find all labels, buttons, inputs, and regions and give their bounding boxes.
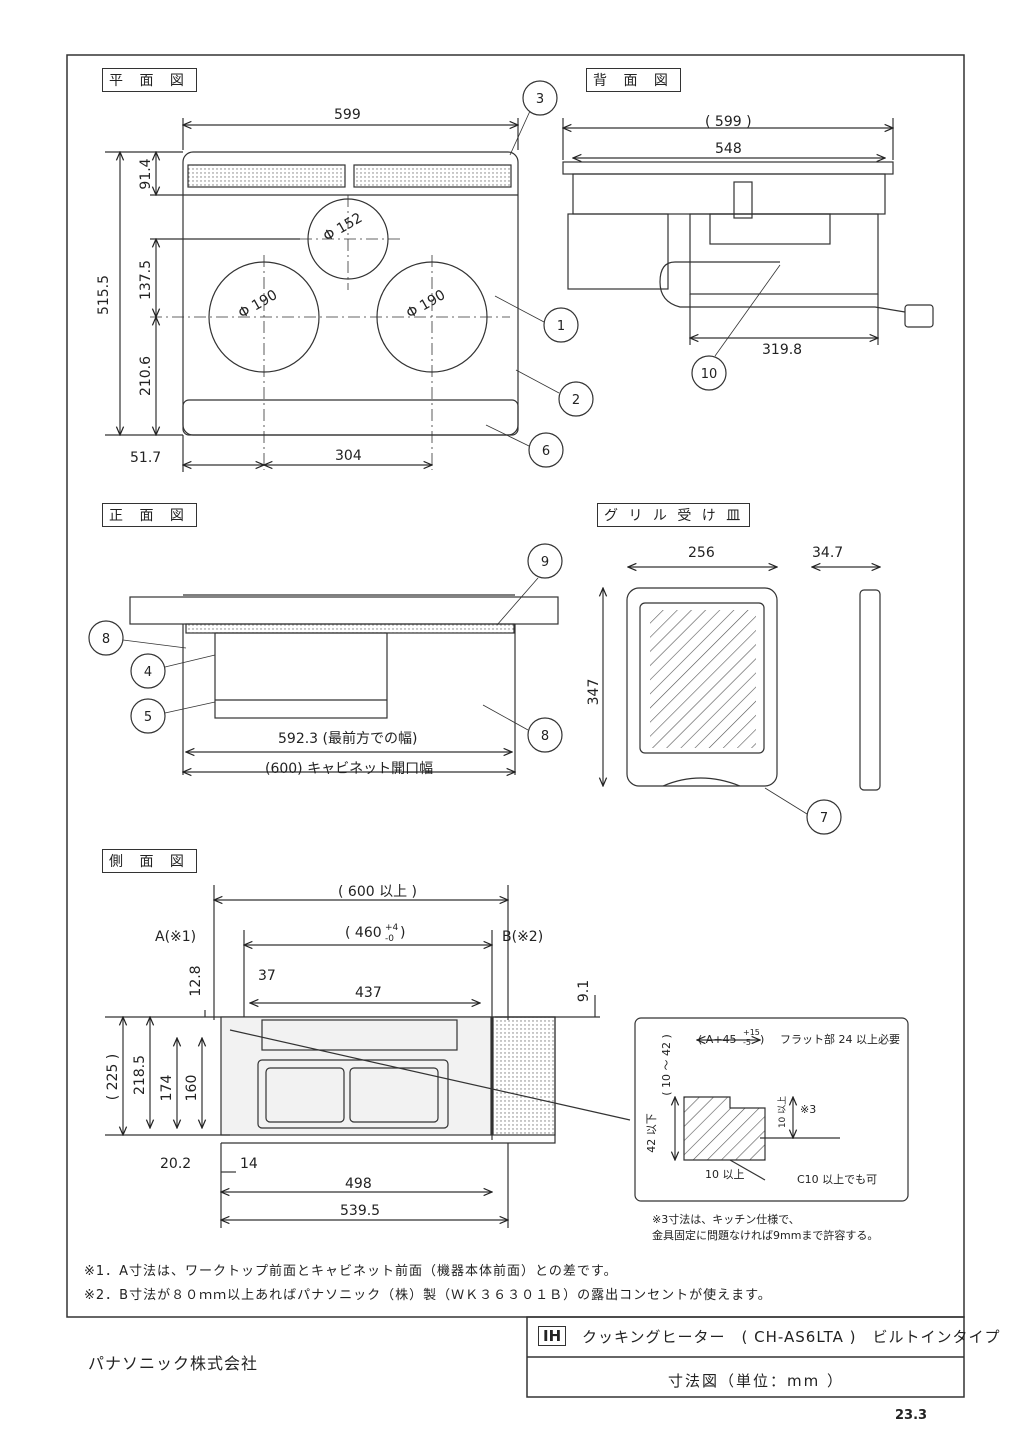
cooktop-body bbox=[261, 1019, 458, 1051]
detail-c10: C10 以上でも可 bbox=[797, 1173, 877, 1186]
detail-ref3: ※3 bbox=[800, 1103, 816, 1116]
dim-160: 160 bbox=[184, 1075, 200, 1102]
callout-9: 9 bbox=[541, 555, 549, 570]
section-label-side: 側 面 図 bbox=[102, 849, 197, 873]
dim-d-mid: 137.5 bbox=[138, 260, 154, 300]
worktop bbox=[129, 596, 559, 625]
dim-burner-center: Φ 152 bbox=[321, 210, 366, 245]
dim-plan-width: 599 bbox=[334, 107, 361, 123]
dim-tray-depth: 347 bbox=[586, 679, 602, 706]
tray-side bbox=[859, 589, 881, 791]
detail-min10-bottom: 10 以上 bbox=[705, 1168, 745, 1181]
vent-right bbox=[353, 164, 512, 188]
back-view bbox=[562, 118, 934, 345]
callout-10: 10 bbox=[701, 367, 718, 382]
dim-back-total: ( 599 ) bbox=[705, 114, 752, 130]
callout-1: 1 bbox=[557, 319, 565, 334]
detail-labels: ( A+45 +15 -5 ) フラット部 24 以上必要 ( 10 ～ 42 … bbox=[645, 1028, 900, 1186]
company-name: パナソニック株式会社 bbox=[88, 1354, 259, 1373]
callout-3: 3 bbox=[536, 92, 544, 107]
dim-cut-depth: ( 460 bbox=[345, 925, 382, 941]
dim-burner-left: Φ 190 bbox=[236, 287, 281, 322]
side-view bbox=[105, 885, 631, 1228]
section-label-plan: 平 面 図 bbox=[102, 68, 197, 92]
detail-a-tol-plus: +15 bbox=[743, 1028, 760, 1037]
callout-4: 4 bbox=[144, 665, 152, 680]
label-b: B(※2) bbox=[502, 929, 543, 945]
plan-view bbox=[105, 118, 518, 472]
callout-6: 6 bbox=[542, 444, 550, 459]
dim-tray-thickness: 34.7 bbox=[812, 545, 843, 561]
dim-14: 14 bbox=[240, 1156, 258, 1172]
dim-cut-tol-minus: -0 bbox=[385, 934, 394, 944]
dim-left-offset: 51.7 bbox=[130, 450, 161, 466]
vent-left bbox=[187, 164, 346, 188]
section-label-back: 背 面 図 bbox=[586, 68, 681, 92]
power-cord bbox=[659, 261, 906, 313]
section-label-tray: グ リ ル 受 け 皿 bbox=[597, 503, 751, 527]
callout-7: 7 bbox=[820, 811, 828, 826]
dim-front-width: 592.3 (最前方での幅) bbox=[278, 730, 417, 747]
dim-539-5: 539.5 bbox=[340, 1203, 380, 1219]
dim-498: 498 bbox=[345, 1176, 372, 1192]
detail-min10-side: 10 以上 bbox=[777, 1096, 788, 1128]
callout-8a: 8 bbox=[102, 632, 110, 647]
dim-cord-offset: 319.8 bbox=[762, 342, 802, 358]
dim-225: ( 225 ) bbox=[105, 1054, 121, 1101]
dim-d-top: 91.4 bbox=[138, 158, 154, 189]
dim-12-8: 12.8 bbox=[188, 965, 204, 996]
detail-max42: 42 以下 bbox=[645, 1113, 658, 1153]
dim-174: 174 bbox=[159, 1075, 175, 1102]
detail-view bbox=[634, 1017, 909, 1202]
date-code: 23.3 bbox=[895, 1408, 928, 1423]
ih-badge: IH bbox=[538, 1326, 567, 1346]
dim-d-bottom: 210.6 bbox=[138, 356, 154, 396]
dim-cut-tol-plus: +4 bbox=[385, 923, 399, 933]
dim-437: 437 bbox=[355, 985, 382, 1001]
dim-cut-close: ) bbox=[400, 925, 405, 941]
drawing-title: 寸法図（単位：mm ） bbox=[668, 1372, 844, 1390]
detail-a-plus: ( A+45 bbox=[698, 1033, 737, 1046]
dim-9-1: 9.1 bbox=[576, 980, 592, 1002]
dim-218-5: 218.5 bbox=[132, 1055, 148, 1095]
note-3-line2: 金具固定に問題なければ9mmまで許容する。 bbox=[652, 1229, 879, 1242]
dim-back-body: 548 bbox=[715, 141, 742, 157]
dim-20-2: 20.2 bbox=[160, 1156, 191, 1172]
power-plug bbox=[904, 304, 934, 328]
section-label-front: 正 面 図 bbox=[102, 503, 197, 527]
dim-tray-width: 256 bbox=[688, 545, 715, 561]
product-title: クッキングヒーター ( CH-AS6LTA ) ビルトインタイプ bbox=[582, 1328, 1001, 1346]
back-glass bbox=[562, 161, 894, 175]
note-3-line1: ※3寸法は、キッチン仕様で、 bbox=[652, 1213, 800, 1226]
grill-tray bbox=[603, 567, 881, 791]
drawing-frame bbox=[66, 54, 965, 1318]
detail-flat-note: フラット部 24 以上必要 bbox=[780, 1032, 900, 1046]
footnote-1: ※1．A寸法は、ワークトップ前面とキャビネット前面（機器本体前面）との差です。 bbox=[84, 1264, 618, 1279]
callout-2: 2 bbox=[572, 393, 580, 408]
dimension-labels: 599 515.5 91.4 137.5 210.6 51.7 304 Φ 15… bbox=[96, 107, 843, 1219]
dim-plan-depth: 515.5 bbox=[96, 275, 112, 315]
callout-5: 5 bbox=[144, 710, 152, 725]
front-view bbox=[129, 594, 559, 775]
detail-a-close: ) bbox=[760, 1033, 764, 1046]
detail-range: ( 10 ～ 42 ) bbox=[660, 1034, 673, 1096]
title-block bbox=[526, 1316, 965, 1398]
callout-8b: 8 bbox=[541, 729, 549, 744]
grill-door bbox=[182, 399, 519, 436]
dim-cabinet-width: (600) キャビネット開口幅 bbox=[265, 761, 433, 777]
footnote-2: ※2．B寸法が８０ｍｍ以上あればパナソニック（株）製（ＷＫ３６３０１Ｂ）の露出コ… bbox=[84, 1288, 772, 1303]
detail-a-tol-minus: -5 bbox=[743, 1038, 751, 1047]
label-a: A(※1) bbox=[155, 929, 196, 945]
dim-min-depth: ( 600 以上 ) bbox=[338, 884, 417, 900]
dim-37: 37 bbox=[258, 968, 276, 984]
grill-body bbox=[214, 632, 388, 719]
callouts: 1 2 3 4 5 6 7 8 8 9 10 bbox=[88, 80, 842, 835]
dim-burner-spacing: 304 bbox=[335, 448, 362, 464]
